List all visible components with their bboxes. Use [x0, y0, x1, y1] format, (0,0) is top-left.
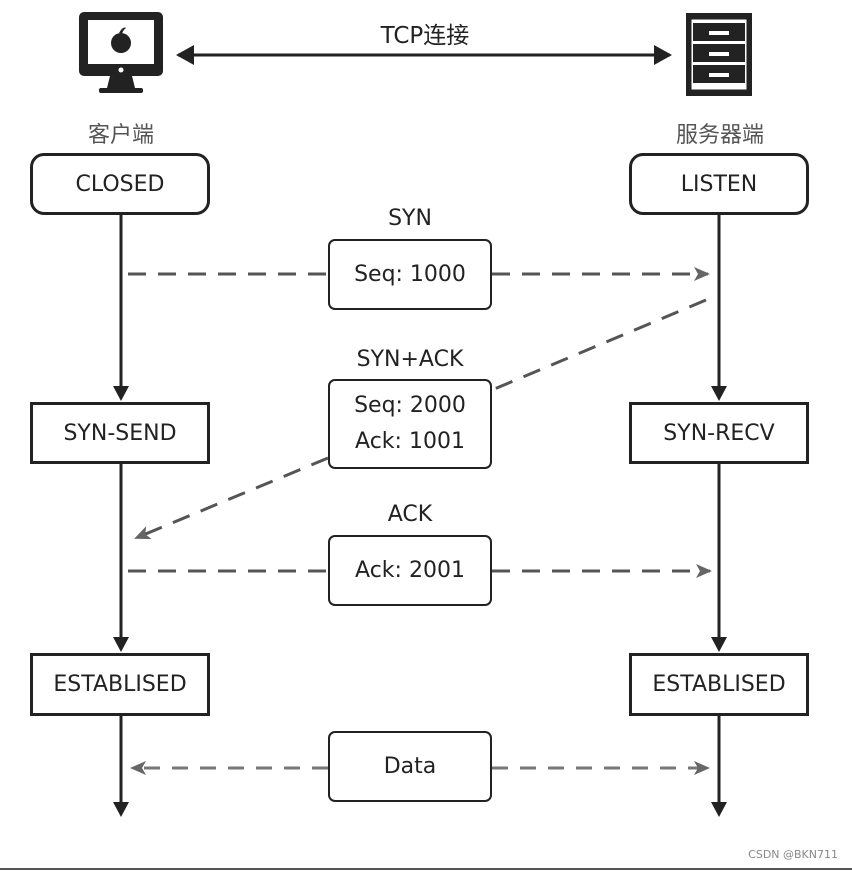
server-cabinet-icon [686, 13, 752, 96]
server-state-listen: LISTEN [629, 153, 809, 215]
synack-arrow-upper [491, 298, 707, 392]
synack-arrow-lower [134, 456, 329, 540]
ack-message-box: Ack: 2001 [328, 535, 492, 606]
ack-ack-value: Ack: 2001 [355, 557, 465, 583]
watermark: CSDN @BKN711 [748, 848, 838, 861]
client-state-established: ESTABLISED [30, 653, 210, 716]
synack-seq-value: Seq: 2000 [354, 393, 466, 418]
client-state-closed: CLOSED [30, 153, 210, 215]
apple-computer-icon [79, 12, 163, 93]
client-state-syn-send: SYN-SEND [30, 402, 210, 464]
server-state-syn-recv: SYN-RECV [629, 402, 809, 464]
syn-label: SYN [388, 206, 432, 231]
bottom-rule [0, 868, 852, 870]
synack-ack-value: Ack: 1001 [355, 429, 465, 454]
ack-label: ACK [387, 502, 433, 527]
syn-message-box: Seq: 1000 [328, 239, 492, 310]
server-label: 服务器端 [675, 123, 764, 148]
server-state-established: ESTABLISED [629, 653, 809, 716]
data-label: Data [383, 753, 437, 779]
synack-label: SYN+ACK [356, 347, 464, 372]
synack-message-box: Seq: 2000 Ack: 1001 [328, 379, 492, 469]
client-label: 客户端 [87, 123, 154, 148]
data-message-box: Data [328, 731, 492, 802]
diagram-title: TCP连接 [380, 23, 470, 49]
syn-seq-value: Seq: 1000 [354, 261, 466, 287]
